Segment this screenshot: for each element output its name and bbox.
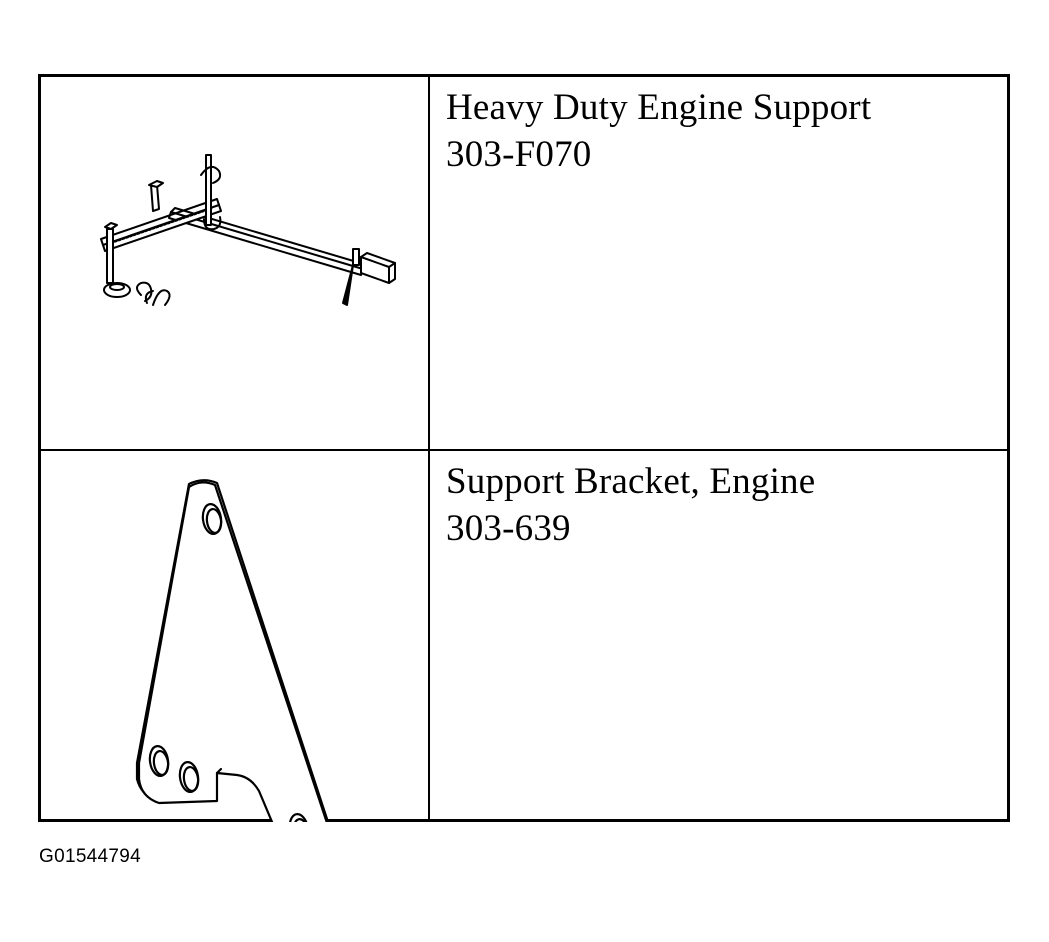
support-bracket-illustration — [135, 479, 329, 822]
tool-number: 303-639 — [446, 508, 571, 549]
tool-row: Support Bracket, Engine 303-639 — [41, 451, 1007, 822]
tool-description-cell: Support Bracket, Engine 303-639 — [430, 451, 1007, 822]
tool-name: Support Bracket, Engine — [446, 461, 816, 502]
engine-support-bar-illustration — [100, 154, 396, 306]
tool-table: Heavy Duty Engine Support 303-F070 — [38, 74, 1010, 822]
tool-name: Heavy Duty Engine Support — [446, 87, 872, 128]
figure-id: G01544794 — [39, 846, 142, 867]
column-divider — [428, 77, 430, 819]
tool-description-cell: Heavy Duty Engine Support 303-F070 — [430, 77, 1007, 449]
tool-illustration-cell — [41, 77, 428, 449]
row-divider — [41, 449, 1007, 451]
tool-illustration-cell — [41, 451, 428, 822]
tool-row: Heavy Duty Engine Support 303-F070 — [41, 77, 1007, 449]
tool-number: 303-F070 — [446, 134, 592, 175]
